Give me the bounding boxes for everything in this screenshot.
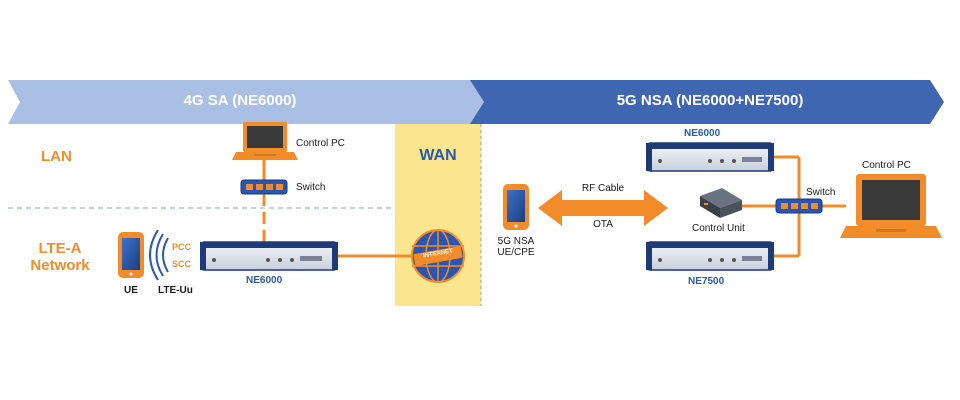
lte-label-line1: LTE-A — [38, 240, 82, 257]
ne7500-label: NE7500 — [688, 276, 725, 287]
ne6000-rack-left — [200, 241, 338, 271]
control-pc-label-right: Control PC — [862, 160, 911, 171]
5g-nsa-label-line1: 5G NSA — [497, 236, 535, 247]
ue-phone-icon — [118, 232, 144, 278]
radio-waves-icon — [149, 229, 169, 281]
rf-cable-label: RF Cable — [581, 183, 625, 194]
internet-globe-icon — [411, 229, 465, 283]
wan-label: WAN — [419, 147, 457, 164]
banner-right-title: 5G NSA (NE6000+NE7500) — [616, 92, 804, 109]
switch-icon — [240, 179, 288, 195]
pcc-label: PCC — [172, 242, 192, 252]
lte-label-line2: Network — [30, 257, 90, 274]
laptop-right-icon — [840, 174, 942, 238]
banner-4g-sa — [8, 80, 484, 124]
rf-double-arrow — [538, 190, 668, 226]
control-unit-label: Control Unit — [692, 223, 745, 234]
switch-right-icon — [775, 198, 823, 214]
ne7500-rack — [646, 241, 774, 271]
banner-left-title: 4G SA (NE6000) — [183, 92, 297, 109]
ota-label: OTA — [593, 219, 613, 230]
lte-uu-label: LTE-Uu — [158, 285, 193, 296]
banner-5g-nsa — [470, 80, 944, 124]
ne6000-label-right: NE6000 — [684, 128, 721, 139]
control-unit-icon — [700, 188, 742, 218]
ne6000-label-left: NE6000 — [246, 275, 283, 286]
control-pc-label-left: Control PC — [296, 138, 345, 149]
switch-label-right: Switch — [806, 187, 836, 198]
ne6000-rack-right — [646, 142, 774, 172]
ue-label: UE — [124, 285, 138, 296]
lan-label: LAN — [41, 148, 72, 165]
switch-label-left: Switch — [296, 182, 326, 193]
laptop-icon — [232, 122, 298, 160]
5g-nsa-label-line2: UE/CPE — [497, 247, 535, 258]
5g-nsa-phone-icon — [503, 184, 529, 230]
scc-label: SCC — [172, 259, 192, 269]
